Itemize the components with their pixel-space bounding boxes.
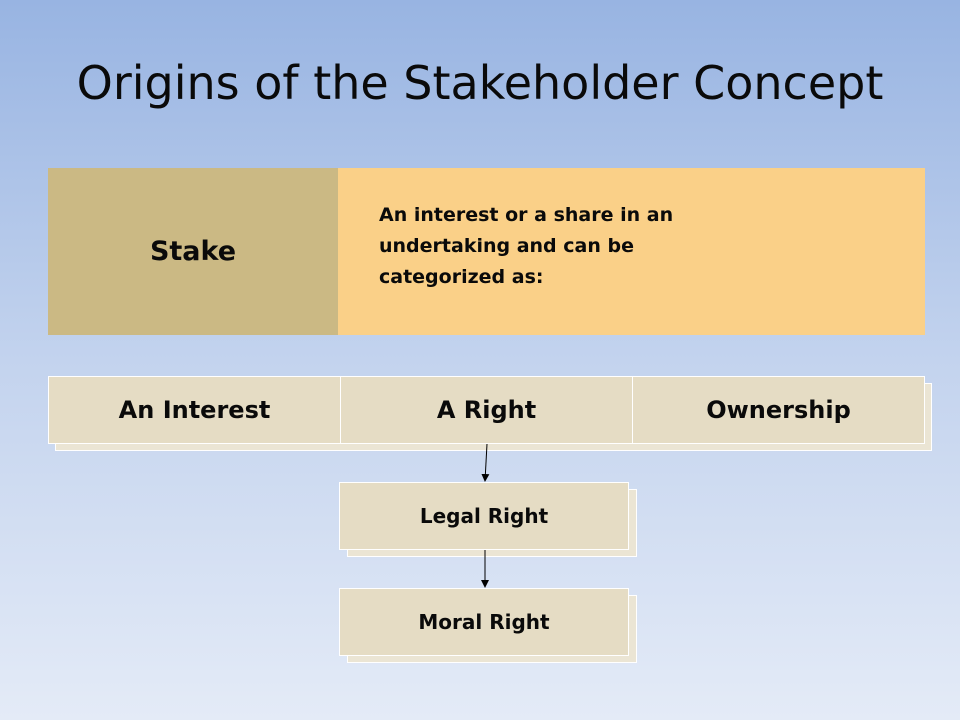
category-row: An Interest A Right Ownership: [48, 376, 925, 444]
definition-term: Stake: [48, 168, 338, 335]
moral-right-box: Moral Right: [339, 588, 629, 656]
slide-title: Origins of the Stakeholder Concept: [76, 56, 884, 110]
definition-box: An interest or a share in an undertaking…: [338, 168, 925, 335]
definition-row: Stake An interest or a share in an under…: [48, 168, 925, 335]
legal-right-box: Legal Right: [339, 482, 629, 550]
definition-text: An interest or a share in an undertaking…: [379, 204, 674, 288]
category-ownership: Ownership: [633, 377, 924, 443]
category-an-interest: An Interest: [49, 377, 341, 443]
category-a-right: A Right: [341, 377, 633, 443]
